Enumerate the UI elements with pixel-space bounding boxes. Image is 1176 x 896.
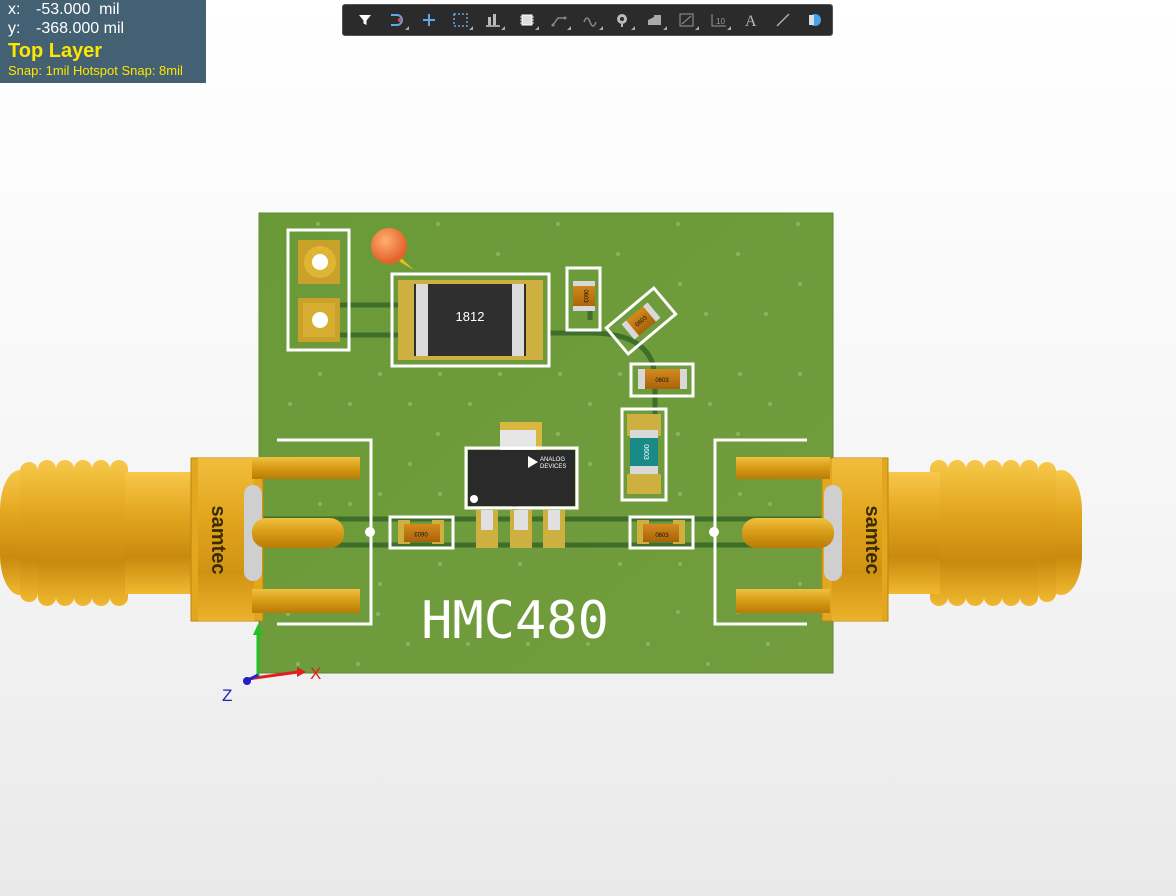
capacitor-1812-label: 1812 bbox=[456, 309, 485, 324]
chip-0603-right-label: 0603 bbox=[655, 378, 669, 384]
route-interactive-icon bbox=[391, 14, 403, 26]
select-area-button[interactable] bbox=[445, 7, 477, 33]
string-icon: 10 bbox=[711, 14, 726, 27]
probe-marker bbox=[371, 228, 414, 270]
dimension-button[interactable] bbox=[671, 7, 703, 33]
route-interactive-button[interactable] bbox=[381, 7, 413, 33]
ic-brand-line1: ANALOG bbox=[540, 457, 565, 463]
component-button[interactable] bbox=[511, 7, 543, 33]
axis-gizmo bbox=[243, 624, 306, 685]
current-layer-label: Top Layer bbox=[8, 40, 103, 62]
resistor-0603-label: 0603 bbox=[642, 444, 649, 460]
pin-header bbox=[286, 228, 351, 352]
place-via-icon bbox=[617, 14, 627, 27]
dimension-icon bbox=[679, 13, 694, 27]
ic-hmc480 bbox=[464, 422, 579, 548]
ic-brand-line2: DEVICES bbox=[540, 464, 566, 470]
chip-0603-right bbox=[629, 362, 695, 398]
place-track-button[interactable] bbox=[543, 7, 575, 33]
align-button[interactable] bbox=[477, 7, 509, 33]
3d-body-button[interactable] bbox=[799, 7, 831, 33]
place-cross-icon bbox=[423, 14, 435, 26]
test-dot-left bbox=[365, 527, 375, 537]
resistor-0603-vertical bbox=[620, 407, 668, 502]
svg-text:A: A bbox=[745, 13, 757, 28]
filter-icon bbox=[359, 15, 371, 25]
line-icon bbox=[776, 13, 790, 27]
select-rect-icon bbox=[453, 13, 468, 27]
polygon-icon bbox=[648, 15, 661, 25]
sma-connector-right bbox=[736, 457, 1082, 622]
y-coordinate-readout: y:-368.000 mil bbox=[8, 20, 125, 37]
filter-button[interactable] bbox=[349, 7, 381, 33]
board-title-silkscreen: HMC480 bbox=[421, 591, 609, 651]
chip-0603-top bbox=[565, 266, 602, 332]
diff-pair-icon bbox=[583, 17, 597, 27]
chip-0603-bottom-left bbox=[388, 515, 455, 550]
chip-0603-top-label: 0603 bbox=[582, 289, 588, 303]
text-button[interactable]: A bbox=[735, 7, 767, 33]
chip-0603-bottom-right-label: 0603 bbox=[655, 533, 669, 539]
axis-x-label: X bbox=[310, 664, 321, 683]
chip-0603-bottom-right bbox=[628, 515, 695, 550]
align-icon bbox=[486, 14, 500, 27]
place-via-button[interactable] bbox=[607, 7, 639, 33]
axis-z-label: Z bbox=[222, 686, 232, 705]
svg-text:10: 10 bbox=[716, 17, 725, 26]
diff-pair-button[interactable] bbox=[575, 7, 607, 33]
component-icon bbox=[520, 14, 534, 26]
place-track-icon bbox=[551, 16, 567, 27]
chip-0603-bottom-left-label: 0603 bbox=[414, 530, 428, 536]
chip-0603-angled bbox=[604, 285, 678, 357]
connector-brand-left: samtec bbox=[207, 506, 229, 575]
line-button[interactable] bbox=[767, 7, 799, 33]
text-icon: A bbox=[745, 13, 757, 28]
x-coordinate-readout: x:-53.000 mil bbox=[8, 1, 120, 18]
capacitor-1812 bbox=[390, 272, 551, 368]
string-button[interactable]: 10 bbox=[703, 7, 735, 33]
sma-connector-left bbox=[0, 457, 360, 622]
coordinate-hud: x:-53.000 mil y:-368.000 mil Top Layer S… bbox=[0, 0, 206, 83]
place-cross-button[interactable] bbox=[413, 7, 445, 33]
active-bar-toolbar: 10 A bbox=[342, 4, 833, 36]
test-dot-right bbox=[709, 527, 719, 537]
polygon-button[interactable] bbox=[639, 7, 671, 33]
3d-body-icon bbox=[809, 14, 821, 26]
snap-settings-label: Snap: 1mil Hotspot Snap: 8mil bbox=[8, 63, 183, 78]
connector-brand-right: samtec bbox=[861, 506, 883, 575]
